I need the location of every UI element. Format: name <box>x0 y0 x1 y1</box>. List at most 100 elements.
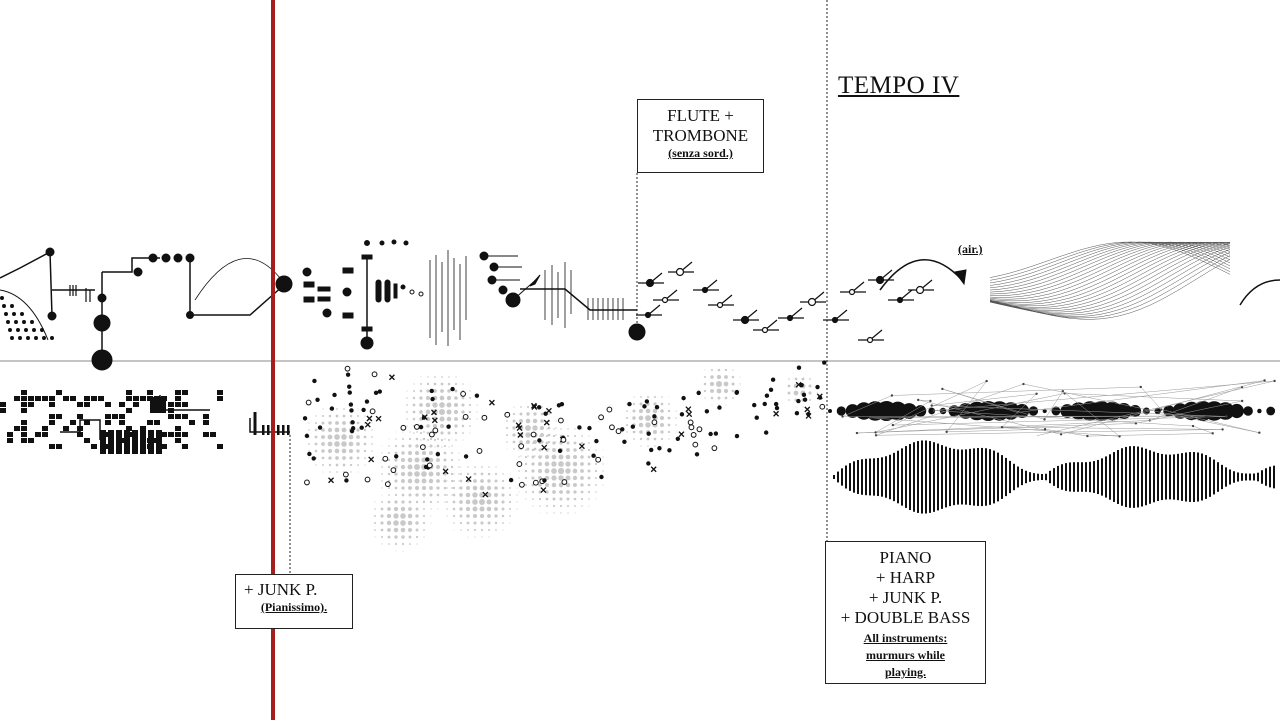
cloud-dot <box>718 404 720 406</box>
net-line <box>1149 386 1243 421</box>
cloud-dot <box>395 494 397 496</box>
note-dot <box>450 386 455 392</box>
cloud-dot <box>704 369 706 371</box>
note-hollow <box>532 479 539 486</box>
cloud-dot <box>538 455 542 459</box>
note-dot <box>344 478 349 483</box>
cloud-dot <box>401 451 405 455</box>
cloud-dot <box>661 396 663 398</box>
cloud-dot <box>348 448 354 454</box>
cloud-dot <box>335 456 339 460</box>
note-hollow <box>651 419 658 426</box>
pixel-block <box>156 430 162 454</box>
cloud-dot <box>794 377 798 381</box>
note-dot <box>446 424 451 429</box>
pixel-block <box>175 414 181 419</box>
cloud-dot <box>552 490 556 494</box>
cloud-dot <box>380 535 384 539</box>
cloud-dot <box>539 505 541 507</box>
note-dot <box>312 378 317 384</box>
cloud-dot <box>481 536 483 538</box>
cloud-dot <box>633 396 635 398</box>
cloud-dot <box>645 415 651 421</box>
pixel-block <box>168 402 174 407</box>
note-cross <box>517 432 524 438</box>
cloud-dot <box>472 513 478 519</box>
cloud-dot <box>472 506 478 512</box>
cloud-dot <box>587 455 591 459</box>
net-line <box>931 405 1227 417</box>
cloud-dot <box>710 368 714 372</box>
cloud-dot <box>364 457 366 459</box>
scattered-note-marks <box>302 360 827 498</box>
cloud-dot <box>414 485 420 491</box>
net-line <box>918 399 931 402</box>
cloud-dot <box>335 414 339 418</box>
cloud-dot <box>548 406 550 408</box>
cloud-dot <box>472 492 478 498</box>
pixel-block <box>140 396 146 401</box>
pixel-block <box>282 425 285 435</box>
cloud-dot <box>469 397 471 399</box>
note-hollow <box>687 419 694 426</box>
branch-node <box>740 315 750 325</box>
note-cross <box>482 491 489 498</box>
cloud-dot <box>547 440 551 444</box>
pixel-block <box>14 426 20 431</box>
pixel-block <box>203 414 209 419</box>
note-hollow <box>561 479 568 485</box>
cloud-dot <box>539 512 541 514</box>
cloud-dot <box>308 443 310 445</box>
net-node <box>874 431 877 434</box>
pixel-block <box>175 438 181 443</box>
net-line <box>1135 400 1243 424</box>
cloud-dot <box>426 424 430 428</box>
cloud-dot <box>573 434 577 438</box>
branch-node <box>675 267 685 277</box>
cloud-dot <box>645 422 651 428</box>
cloud-dot <box>465 499 471 505</box>
cloud-dot <box>407 464 413 470</box>
cloud-dot <box>539 425 545 431</box>
net-node <box>945 430 948 434</box>
cloud-dot <box>704 397 706 399</box>
pixel-block <box>132 430 138 454</box>
note-hollow <box>560 436 567 443</box>
cloud-dot <box>465 492 471 498</box>
cloud-dot <box>717 396 721 400</box>
note-cross <box>540 487 547 494</box>
cloud-dot <box>533 447 537 451</box>
cloud-dot <box>436 444 440 448</box>
pixel-block <box>203 432 209 437</box>
chain-circle <box>888 401 908 421</box>
cloud-dot <box>540 433 544 437</box>
cloud-dot <box>565 461 571 467</box>
cloud-dot <box>422 437 426 441</box>
cloud-dot <box>349 456 353 460</box>
cloud-dot <box>422 521 426 525</box>
cloud-dot <box>428 457 434 463</box>
cloud-dot <box>476 404 478 406</box>
cloud-dot <box>531 455 535 459</box>
cloud-dot <box>547 433 551 437</box>
cloud-dot <box>739 383 741 385</box>
cloud-dot <box>371 450 373 452</box>
cloud-dot <box>580 490 584 494</box>
cloud-dot <box>407 471 413 477</box>
cloud-dot <box>395 431 397 433</box>
pixel-block <box>77 432 83 437</box>
pixel-block <box>182 432 188 437</box>
note-hollow <box>819 403 826 410</box>
note-dot <box>734 390 739 395</box>
cloud-dot <box>429 500 433 504</box>
note-dot <box>587 425 592 431</box>
net-line <box>1017 380 1265 413</box>
cloud-dot <box>461 410 465 414</box>
cloud-dot <box>518 477 520 479</box>
cloud-dot <box>407 513 413 519</box>
cloud-dot <box>518 418 524 424</box>
cloud-dot <box>363 428 367 432</box>
note-dot <box>815 384 820 390</box>
cloud-dot <box>441 376 443 378</box>
cloud-dot <box>386 520 392 526</box>
